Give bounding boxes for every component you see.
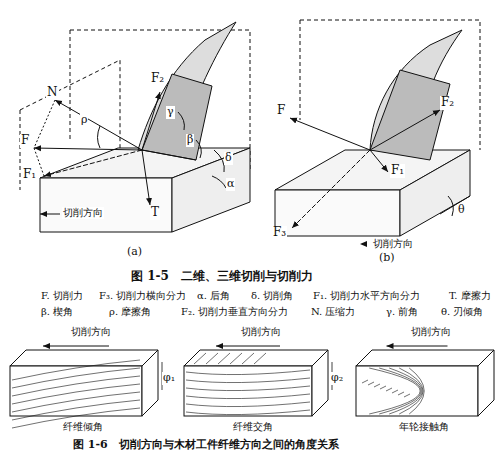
direction-label: 切削方向 [240, 326, 282, 338]
block-label: 年轮接触角 [398, 421, 450, 433]
direction-label: 切削方向 [410, 326, 452, 338]
force-symbol: F₁ [390, 164, 405, 178]
direction-label: 切削方向 [70, 326, 112, 338]
block-label: 纤维倾角 [62, 421, 104, 433]
figure-caption: 图 1-6 切削方向与木材工件纤维方向之间的角度关系 [72, 439, 340, 452]
legend-item: ρ. 摩擦角 [108, 306, 152, 318]
panel-label: (b) [378, 252, 396, 265]
legend-item: γ. 前角 [385, 306, 419, 318]
legend-item: β. 楔角 [40, 306, 74, 318]
panel-label: (a) [126, 246, 143, 259]
angle-symbol: φ₂ [330, 372, 344, 385]
figure-caption: 图 1-5 二维、三维切削与切削力 [130, 270, 314, 284]
direction-label: 切削方向 [62, 207, 104, 219]
legend-item: δ. 切削角 [250, 290, 294, 302]
force-symbol: N [46, 86, 59, 100]
figure-a [20, 22, 250, 232]
force-symbol: T [150, 206, 160, 220]
block-label: 纤维交角 [232, 421, 274, 433]
direction-label: 切削方向 [372, 238, 414, 250]
force-symbol: F₂ [150, 72, 165, 86]
force-symbol: F₂ [440, 96, 455, 110]
legend-item: F₃. 切削力横向分力 [98, 290, 187, 302]
legend-item: α. 后角 [196, 290, 231, 302]
legend-item: N. 压缩力 [310, 306, 356, 318]
figure-b [275, 20, 480, 244]
angle-symbol: ρ [80, 114, 88, 127]
angle-symbol: γ [166, 106, 175, 119]
legend-item: θ. 刃倾角 [440, 306, 484, 318]
legend-item: F₂. 切削力垂直方向分力 [180, 306, 289, 318]
legend-item: T. 摩擦力 [448, 290, 492, 302]
force-symbol: F [20, 134, 30, 148]
angle-symbol: δ [224, 152, 233, 165]
angle-symbol: θ [457, 204, 466, 217]
angle-symbol: φ₁ [162, 372, 176, 385]
force-symbol: F₃ [272, 226, 287, 240]
legend-item: F₁. 切削力水平方向分力 [312, 290, 421, 302]
force-symbol: F [276, 104, 286, 118]
angle-symbol: β [186, 134, 194, 147]
force-symbol: F₁ [22, 168, 37, 182]
wood-blocks [10, 346, 494, 428]
angle-symbol: α [226, 178, 235, 191]
legend-item: F. 切削力 [40, 290, 84, 302]
